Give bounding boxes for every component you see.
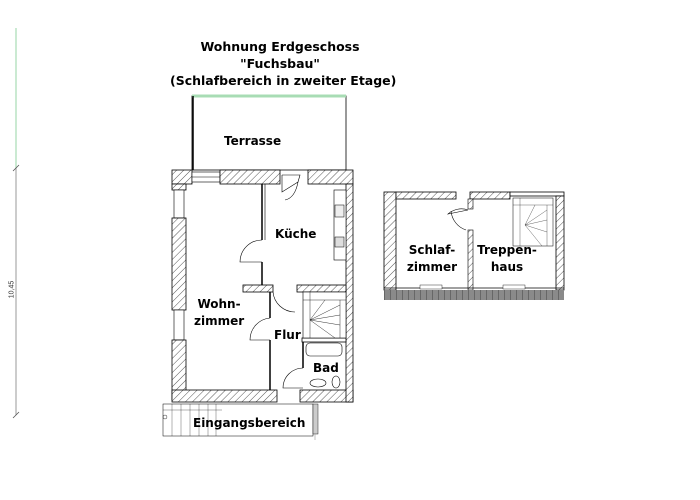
bathroom-fixtures (305, 342, 343, 389)
dimension-label: 10,45 (8, 280, 16, 299)
staircase (302, 291, 347, 339)
room-label-schlafzimmer: Schlaf- zimmer (406, 242, 458, 276)
room-label-flur: Flur (274, 328, 301, 342)
page-title: Wohnung Erdgeschoss "Fuchsbau" (Schlafbe… (170, 38, 397, 89)
room-label-wohnzimmer-line-1: Wohn- (197, 297, 241, 311)
walls (171, 169, 354, 403)
room-label-treppenhaus: Treppen- haus (474, 242, 540, 276)
entrance-steps (162, 403, 319, 440)
room-label-terrasse: Terrasse (224, 134, 282, 148)
room-label-schlafzimmer-line-1: Schlaf- (408, 243, 456, 257)
kitchen-counter (333, 189, 347, 261)
room-label-treppenhaus-line-1: Treppen- (477, 243, 537, 257)
doors (239, 174, 304, 389)
room-label-schlafzimmer-line-2: zimmer (406, 260, 458, 274)
room-label-wohnzimmer: Wohn- zimmer (194, 296, 244, 330)
room-label-kueche: Küche (275, 227, 317, 241)
title-line-3: (Schlafbereich in zweiter Etage) (170, 73, 397, 88)
title-line-2: "Fuchsbau" (240, 56, 320, 71)
title-line-1: Wohnung Erdgeschoss (200, 39, 360, 54)
room-label-wohnzimmer-line-2: zimmer (194, 314, 245, 328)
room-label-treppenhaus-line-2: haus (490, 260, 524, 274)
upper-floor-plan (383, 191, 565, 300)
upper-staircase (512, 197, 554, 247)
room-label-eingangsbereich: Eingangsbereich (193, 416, 306, 430)
ground-floor-plan (162, 94, 354, 440)
dimension-line (12, 28, 20, 419)
terrace (191, 94, 347, 171)
room-label-bad: Bad (313, 361, 339, 375)
